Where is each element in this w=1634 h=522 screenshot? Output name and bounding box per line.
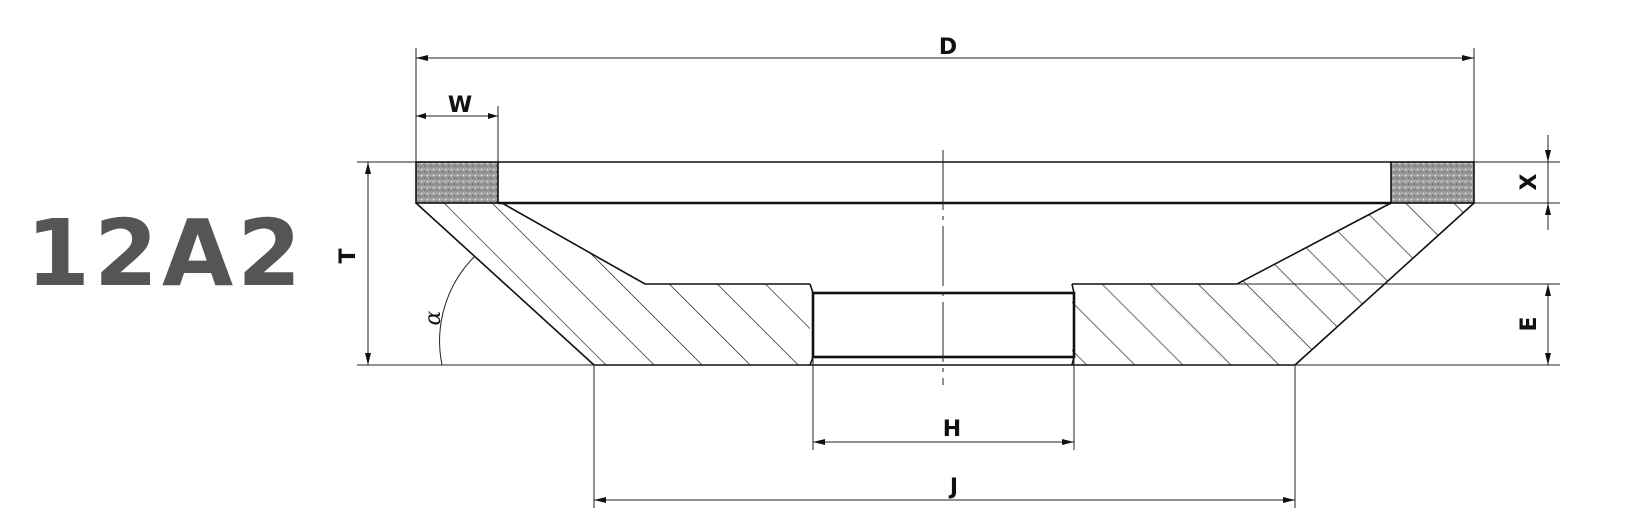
label-d: D <box>939 35 957 60</box>
angle-alpha: α <box>421 255 476 366</box>
label-e: E <box>1517 316 1542 331</box>
abrasive-segment-left <box>415 161 499 204</box>
label-w: W <box>448 93 472 118</box>
label-x: X <box>1517 173 1542 190</box>
label-t: T <box>336 248 361 263</box>
dimension-j: J <box>593 365 1296 508</box>
dimension-x: X <box>1474 135 1560 230</box>
dimension-h: H <box>812 357 1075 450</box>
dimension-t: T <box>336 161 594 366</box>
dimension-w: W <box>415 93 499 162</box>
model-title: 12A2 <box>26 200 306 307</box>
label-h: H <box>943 417 961 442</box>
dimension-d: D <box>415 35 1475 162</box>
body-section-left <box>416 203 810 365</box>
label-j: J <box>948 475 958 500</box>
label-alpha: α <box>421 310 446 325</box>
dimension-e: E <box>1237 283 1560 366</box>
abrasive-segment-right <box>1390 161 1475 204</box>
